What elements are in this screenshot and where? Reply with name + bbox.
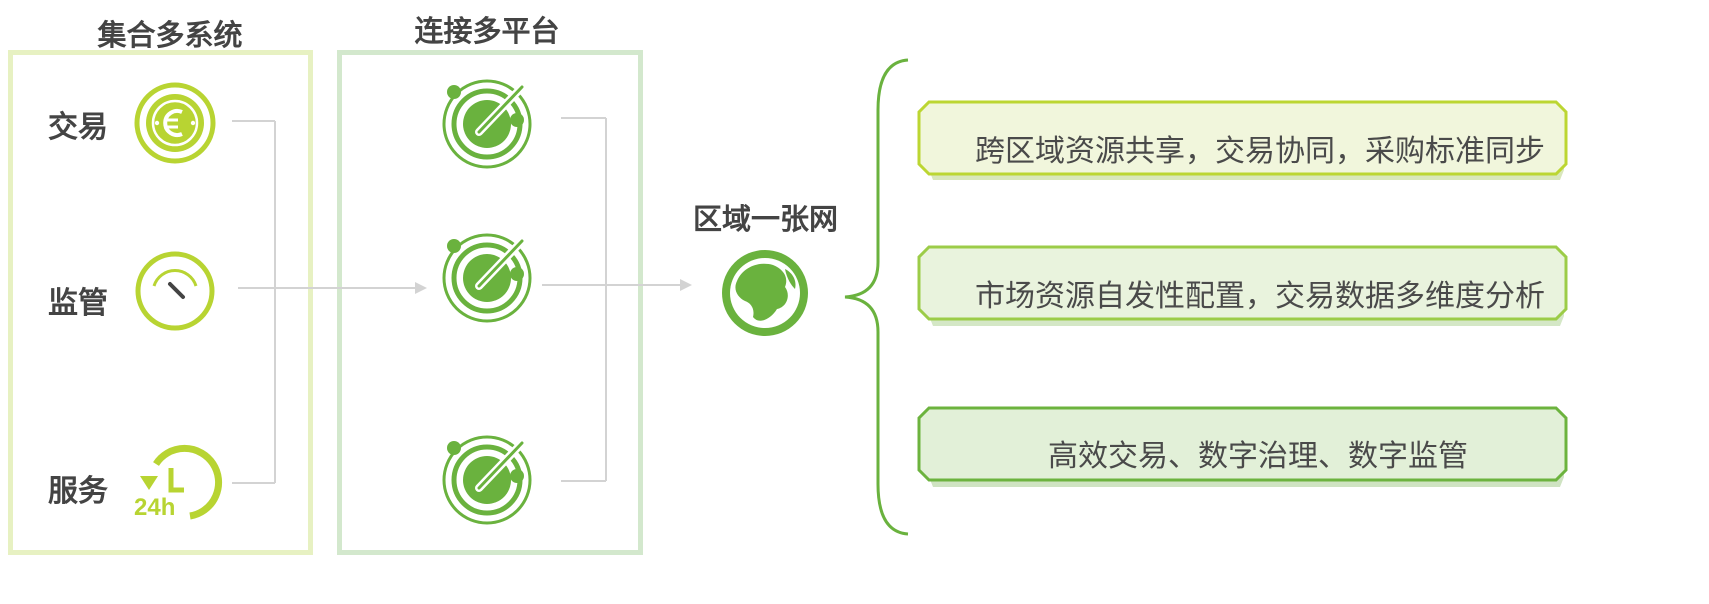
outcome-text-1: 跨区域资源共享，交易协同，采购标准同步 bbox=[975, 134, 1545, 169]
radar-icon bbox=[442, 435, 532, 525]
24h-clock-text: 24h bbox=[134, 494, 176, 521]
outcome-text-3: 高效交易、数字治理、数字监管 bbox=[1048, 439, 1468, 474]
radar-icon bbox=[442, 233, 532, 323]
system-label-trading: 交易 bbox=[48, 110, 108, 145]
euro-coin-icon bbox=[134, 82, 216, 164]
platforms-bracket bbox=[561, 117, 607, 482]
system-label-supervision: 监管 bbox=[48, 286, 108, 321]
radar-icon bbox=[442, 79, 532, 169]
gauge-icon bbox=[135, 251, 215, 331]
curly-brace bbox=[844, 58, 909, 536]
systems-panel bbox=[8, 50, 313, 555]
platforms-column-title: 连接多平台 bbox=[414, 14, 560, 48]
globe-icon bbox=[722, 250, 808, 336]
outcome-banner-3 bbox=[917, 406, 1568, 487]
outcome-text-2: 市场资源自发性配置，交易数据多维度分析 bbox=[975, 279, 1545, 314]
network-title: 区域一张网 bbox=[693, 202, 839, 236]
system-label-service: 服务 bbox=[48, 474, 108, 509]
outcome-banner-2 bbox=[917, 245, 1568, 326]
outcome-banner-1 bbox=[917, 100, 1568, 180]
platforms-panel bbox=[337, 50, 643, 555]
systems-column-title: 集合多系统 bbox=[97, 18, 243, 52]
systems-bracket bbox=[232, 120, 276, 484]
24h-clock-icon bbox=[140, 444, 223, 520]
